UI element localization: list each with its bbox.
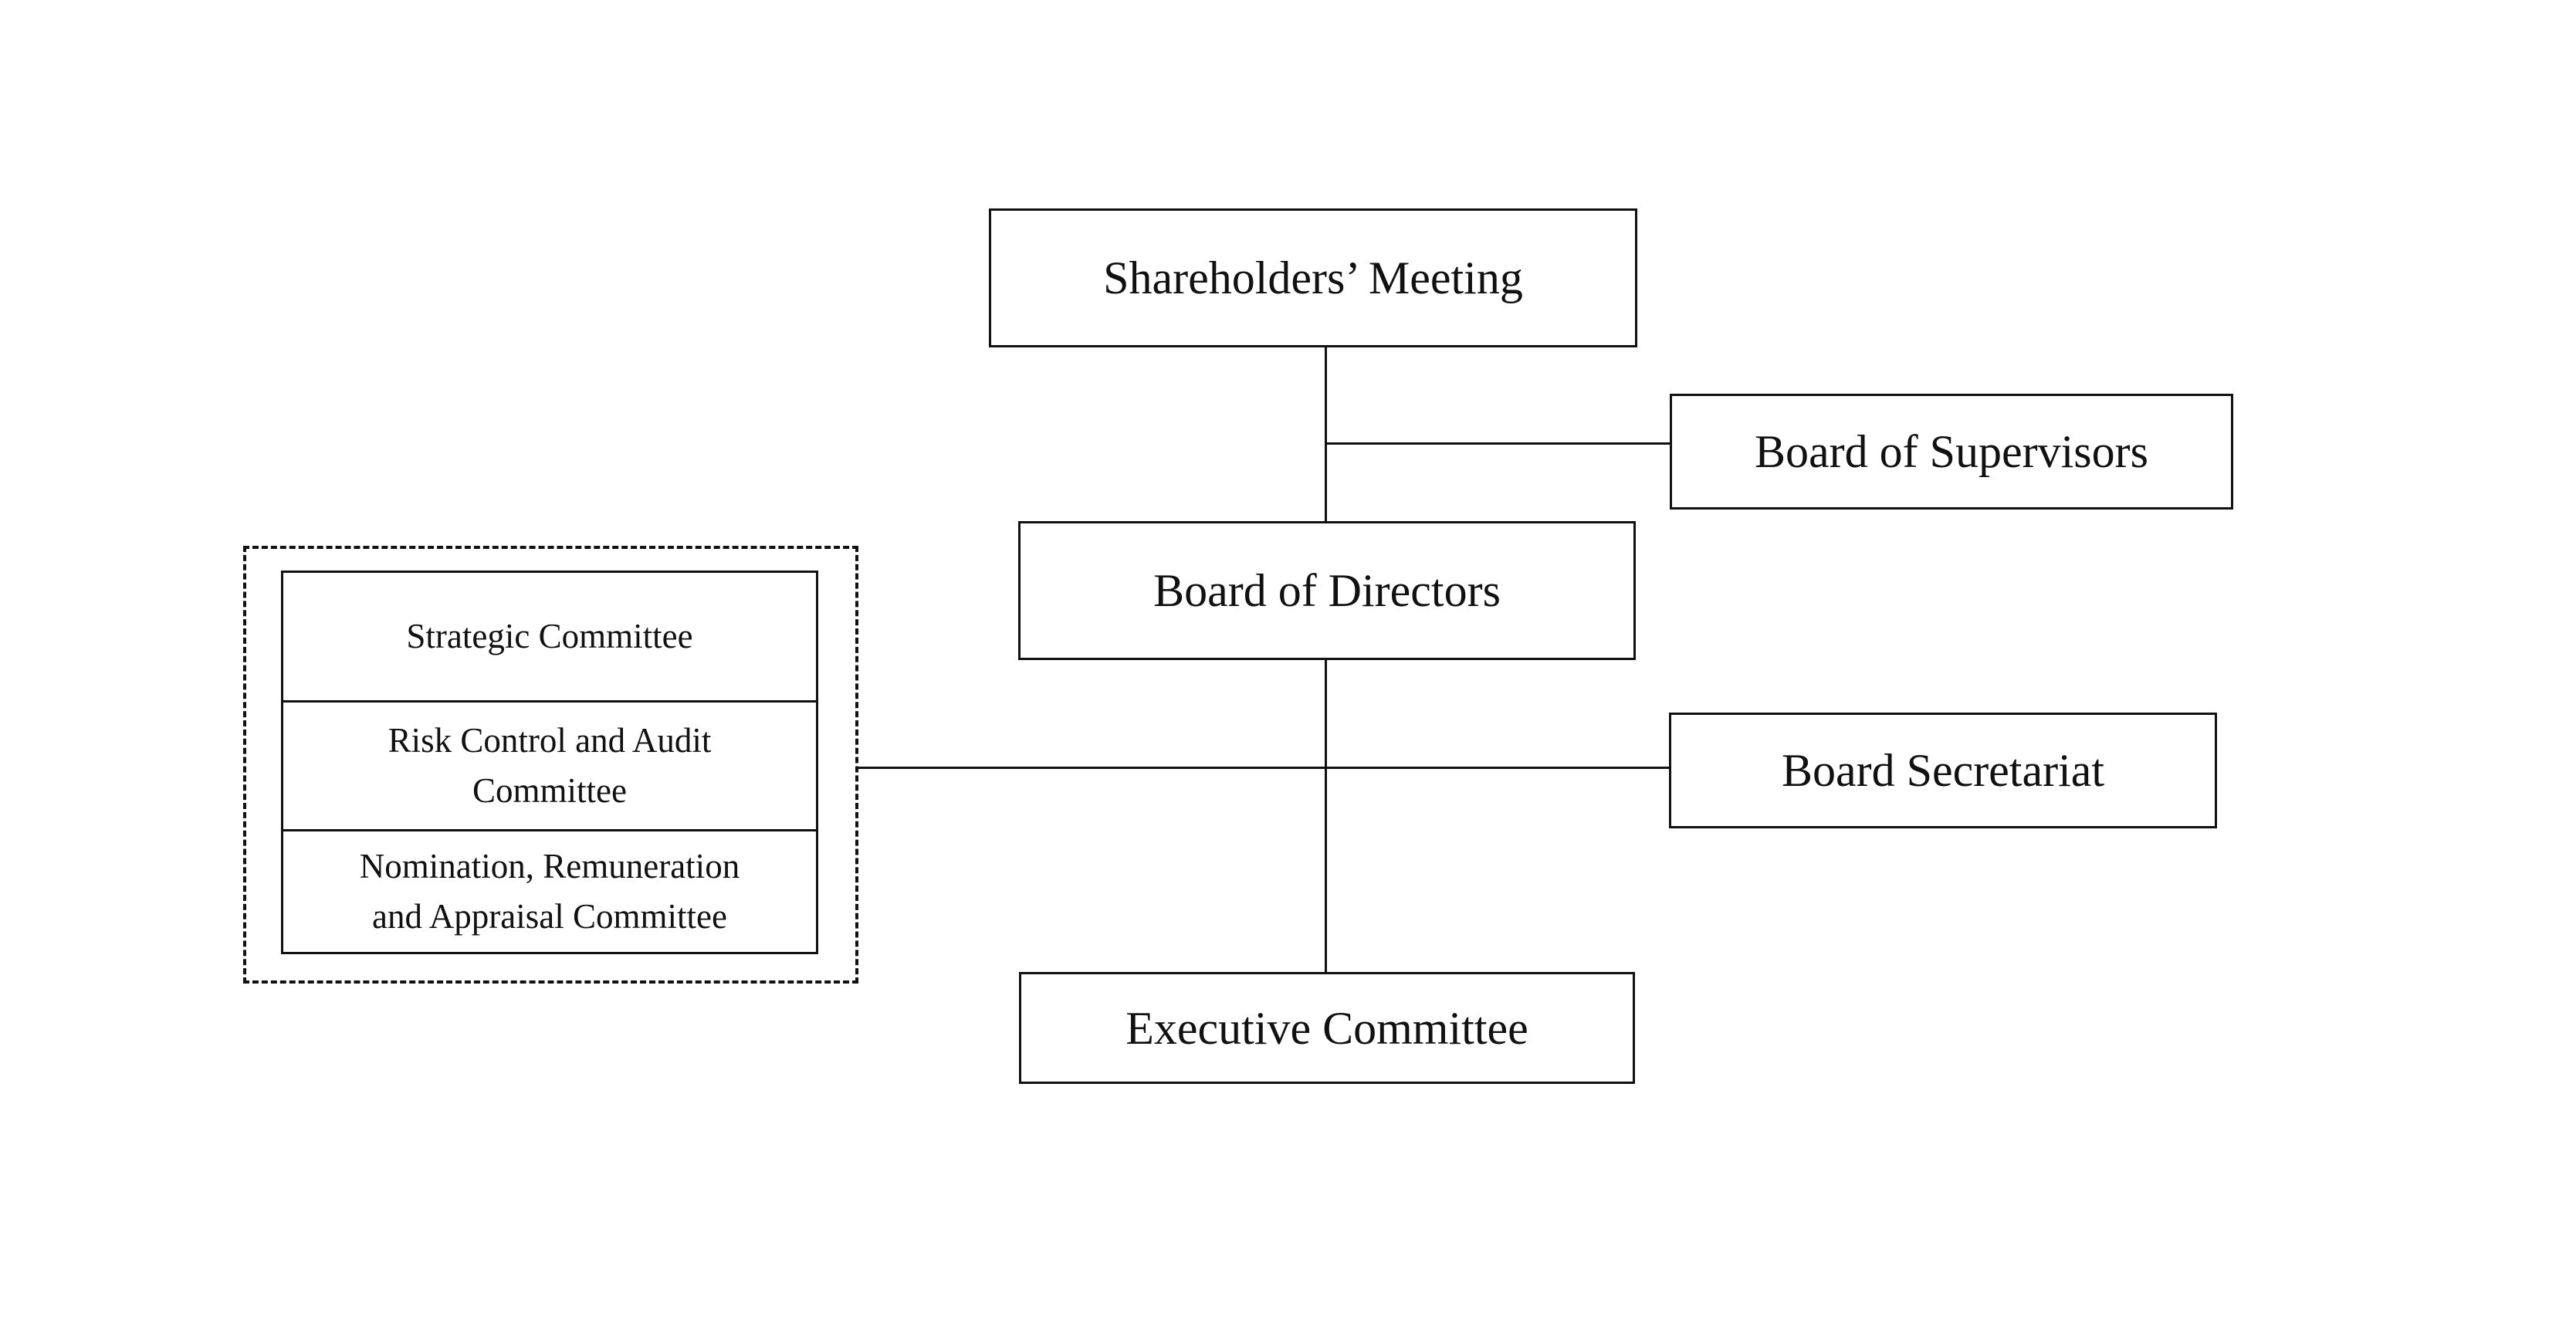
- committee-cell-strategic: Strategic Committee: [283, 573, 816, 700]
- connector-committees-to-secretariat: [858, 767, 1671, 769]
- node-board-secretariat: Board Secretariat: [1669, 713, 2217, 828]
- connector-directors-to-executive: [1325, 659, 1327, 974]
- committees-table: Strategic Committee Risk Control and Aud…: [281, 571, 818, 954]
- connector-shareholders-to-directors: [1325, 346, 1327, 523]
- node-label: Board of Directors: [1153, 565, 1501, 616]
- node-board-of-supervisors: Board of Supervisors: [1670, 394, 2233, 510]
- committee-label: Risk Control and Audit Committee: [388, 720, 712, 810]
- node-label: Board Secretariat: [1781, 745, 2105, 796]
- committee-label: Nomination, Remuneration and Appraisal C…: [359, 846, 740, 936]
- committee-cell-risk-control-audit: Risk Control and Audit Committee: [283, 700, 816, 829]
- node-label: Board of Supervisors: [1755, 426, 2148, 477]
- node-board-of-directors: Board of Directors: [1018, 521, 1636, 660]
- node-label: Executive Committee: [1126, 1002, 1528, 1054]
- committee-label: Strategic Committee: [406, 616, 693, 655]
- node-shareholders-meeting: Shareholders’ Meeting: [989, 208, 1637, 347]
- connector-branch-board-of-supervisors: [1325, 442, 1672, 445]
- node-executive-committee: Executive Committee: [1019, 972, 1635, 1084]
- node-label: Shareholders’ Meeting: [1103, 252, 1523, 303]
- committee-cell-nomination-remuneration-appraisal: Nomination, Remuneration and Appraisal C…: [283, 829, 816, 952]
